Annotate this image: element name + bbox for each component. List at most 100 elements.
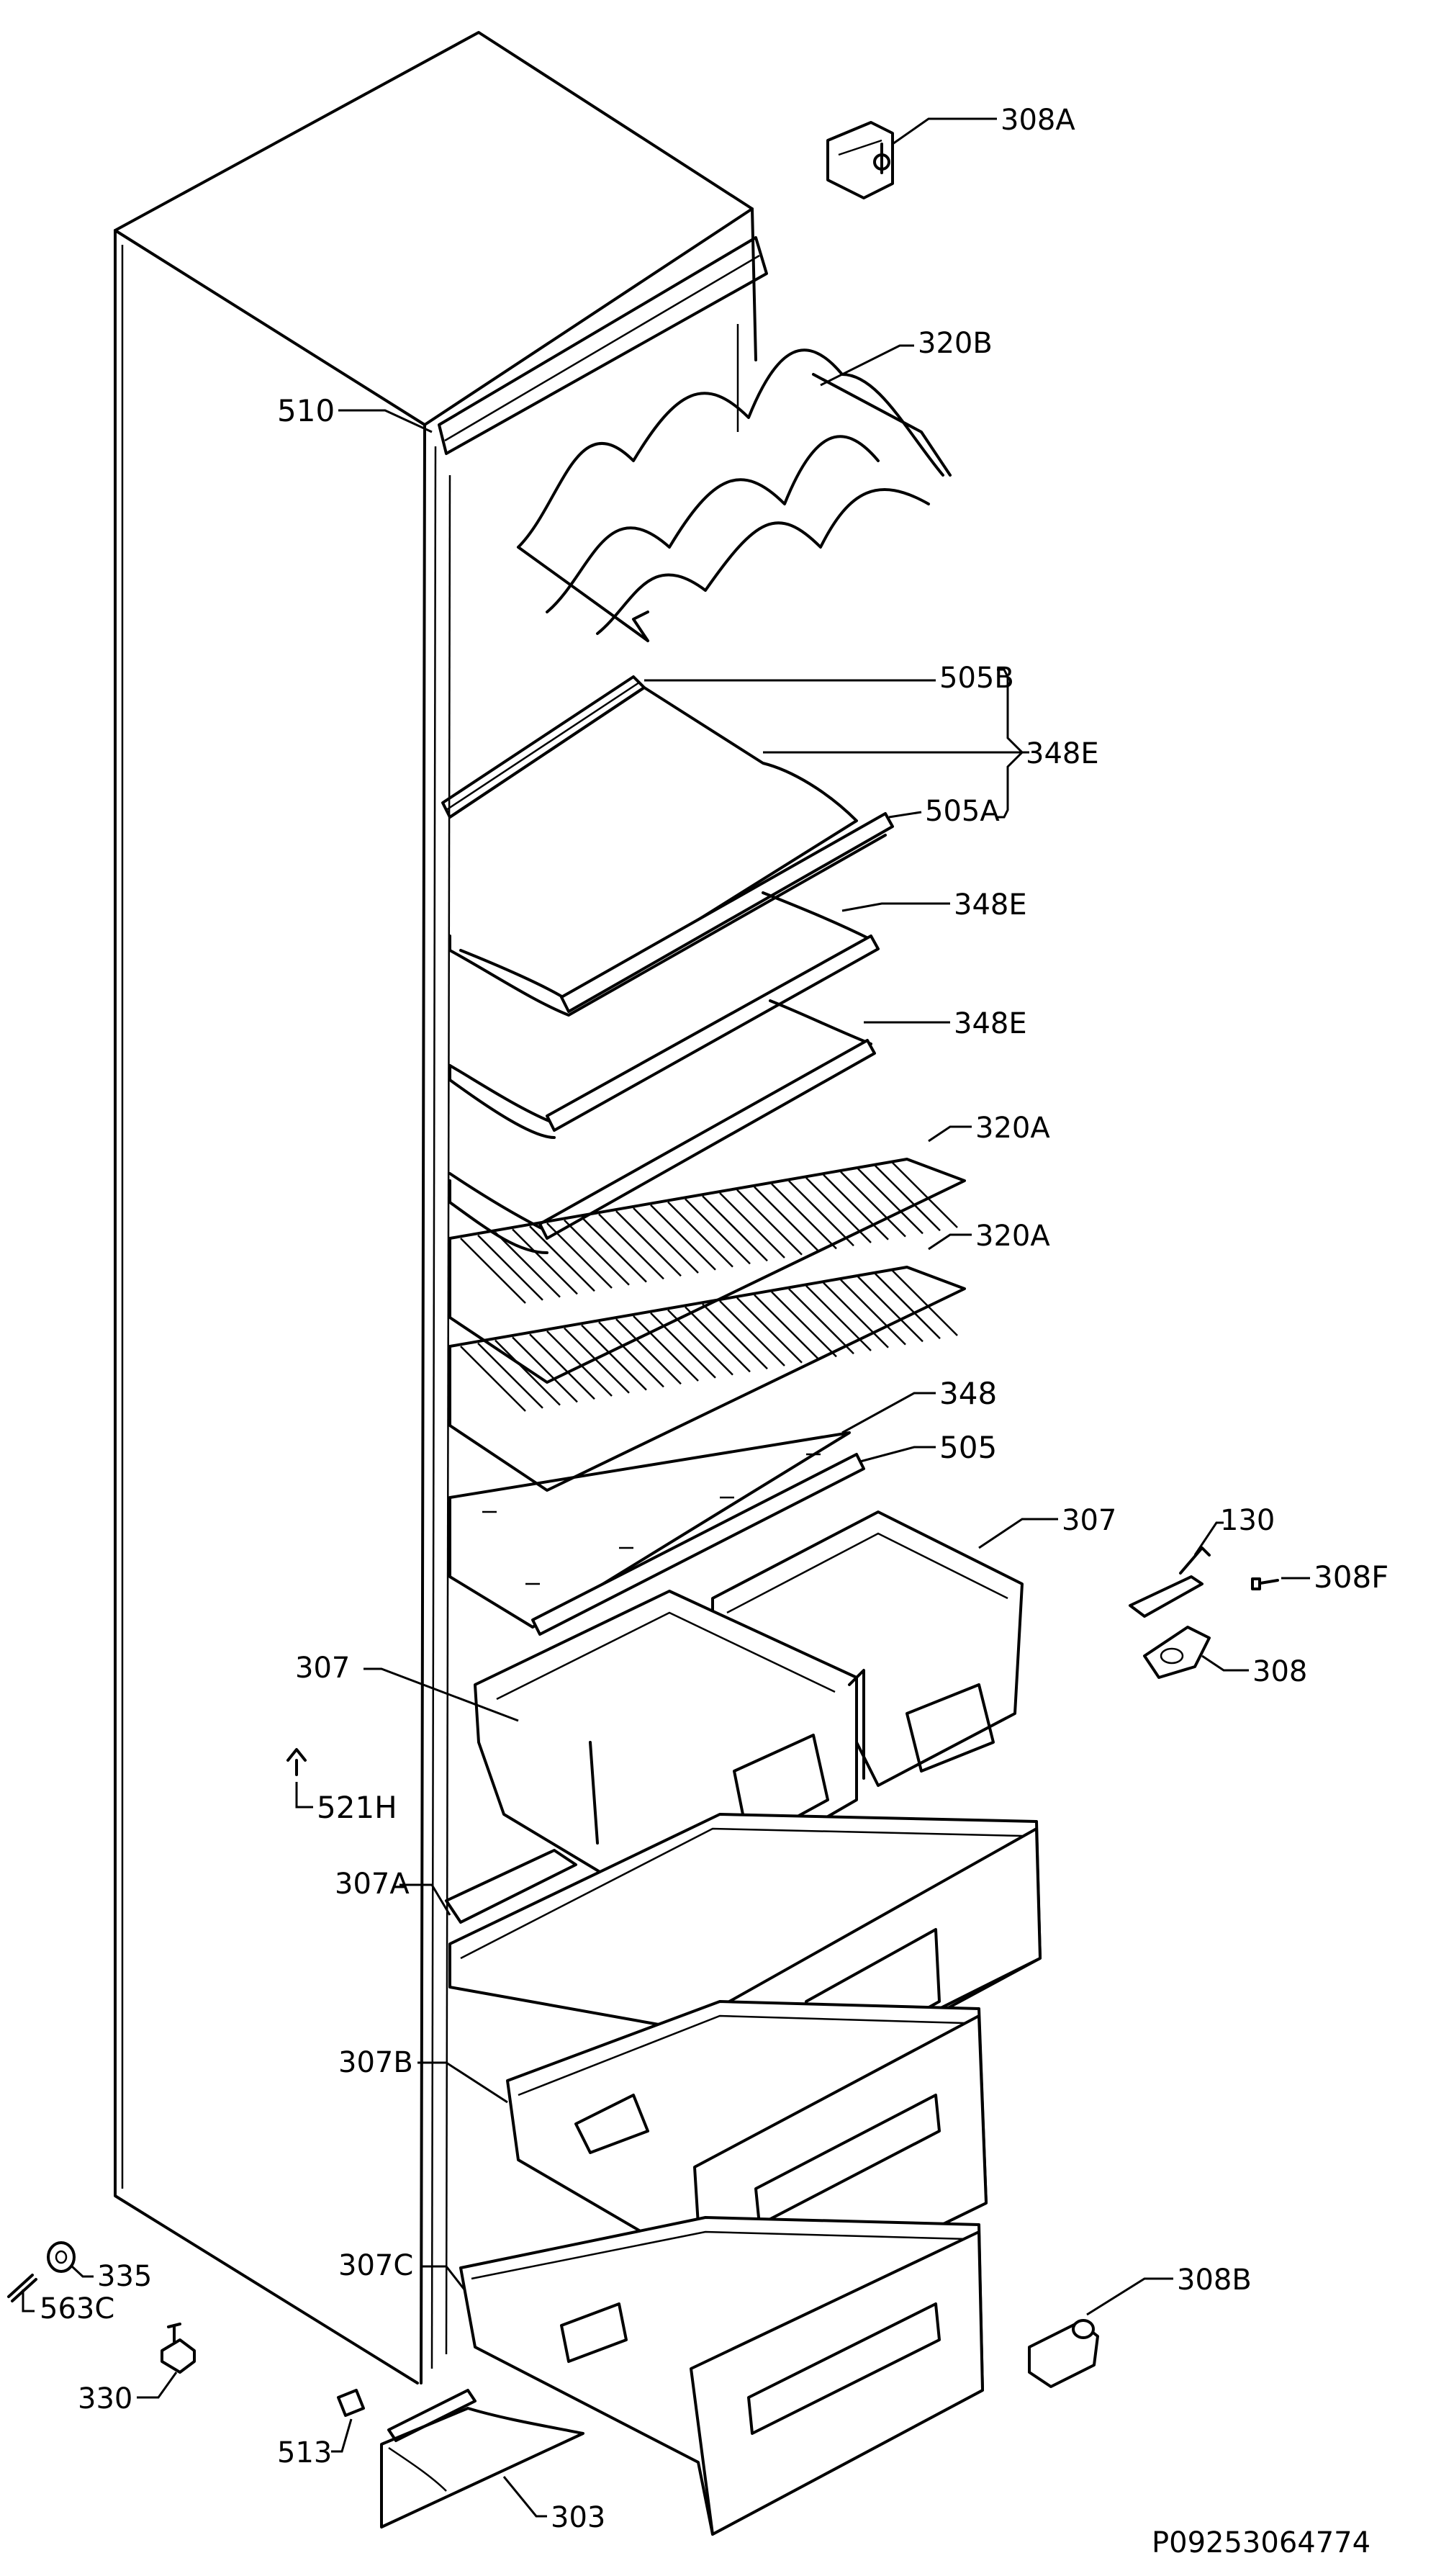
label-320a-1: 320A [975, 1112, 1050, 1145]
wire-bar [598, 1213, 664, 1280]
plinth-303 [380, 2389, 584, 2528]
label-130: 130 [1220, 1504, 1275, 1537]
wire-bar [667, 1201, 733, 1268]
wire-bar [495, 1339, 561, 1406]
label-307-left: 307 [295, 1652, 350, 1685]
spacer-335 [47, 2241, 94, 2278]
wine-rack-320b [517, 344, 952, 642]
wire-bar [805, 1285, 872, 1351]
wire-bar [564, 1219, 630, 1286]
wire-bar [754, 1186, 820, 1253]
label-513: 513 [277, 2436, 332, 2469]
label-307a: 307A [335, 1868, 410, 1901]
label-563c: 563C [40, 2292, 114, 2325]
wire-bar [892, 1162, 958, 1228]
group-bracket-348e [997, 668, 1024, 819]
wire-bar [564, 1327, 630, 1394]
wire-bar [546, 1222, 613, 1289]
leader-510 [338, 409, 433, 433]
wire-bar [875, 1273, 941, 1340]
wire-shelf-bars-1 [460, 1162, 958, 1304]
wire-shelf-320a-2 [448, 1233, 972, 1492]
wire-bar [529, 1225, 595, 1292]
label-335: 335 [97, 2260, 152, 2293]
wire-bar [857, 1276, 924, 1343]
label-307b: 307B [338, 2046, 413, 2079]
wire-bar [805, 1177, 872, 1243]
wire-bar [719, 1192, 785, 1258]
glass-shelf-assembly-348e [441, 675, 1029, 1013]
glass-shelf-348 [448, 1392, 936, 1636]
wire-bar [615, 1318, 682, 1385]
drawing-code: P09253064774 [1152, 2526, 1370, 2559]
wire-bar [875, 1165, 941, 1232]
wire-bar [892, 1270, 958, 1336]
wire-bar [633, 1207, 699, 1274]
top-hinge-308a [826, 117, 997, 199]
wire-bar [460, 1346, 526, 1412]
wire-bar [460, 1238, 526, 1304]
wire-shelf-bars-2 [460, 1270, 958, 1412]
label-330: 330 [78, 2382, 132, 2415]
clip-513 [331, 2389, 365, 2453]
glass-shelf-348e-3 [448, 999, 950, 1240]
label-320b: 320B [918, 327, 993, 360]
label-505: 505 [939, 1430, 997, 1465]
wire-bar [529, 1333, 595, 1400]
wire-bar [685, 1198, 751, 1265]
label-348e-2: 348E [954, 1007, 1027, 1040]
wire-bar [702, 1195, 768, 1262]
wire-bar [823, 1174, 889, 1240]
wire-bar [771, 1291, 837, 1358]
wire-bar [581, 1216, 647, 1283]
label-320a-2: 320A [975, 1220, 1050, 1253]
wire-bar [633, 1315, 699, 1382]
wire-bar [840, 1279, 906, 1346]
wire-bar [719, 1300, 785, 1366]
label-505a: 505A [925, 795, 1000, 828]
wire-bar [823, 1282, 889, 1348]
label-307c: 307C [338, 2249, 413, 2282]
wire-bar [581, 1324, 647, 1391]
label-510: 510 [277, 393, 335, 428]
wire-bar [685, 1306, 751, 1373]
wire-bar [477, 1342, 543, 1409]
wire-bar [512, 1336, 578, 1403]
label-308b: 308B [1177, 2264, 1252, 2297]
label-308f: 308F [1314, 1559, 1388, 1595]
wire-bar [702, 1303, 768, 1370]
door-stop-130 [1129, 1521, 1224, 1618]
label-308: 308 [1252, 1655, 1307, 1688]
callout-labels: 308A 510 320B 505B 348E 505A 348E 348E 3… [40, 104, 1388, 2559]
wire-bar [495, 1231, 561, 1298]
label-303: 303 [551, 2501, 605, 2534]
wire-bar [546, 1330, 613, 1397]
label-348e-1: 348E [954, 888, 1027, 922]
glass-shelf-348e-2 [448, 834, 950, 1132]
label-348: 348 [939, 1376, 997, 1411]
bottom-hinge-308b [1028, 2277, 1173, 2388]
label-348e-group: 348E [1026, 737, 1099, 770]
wire-bar [736, 1189, 803, 1256]
hinge-308 [1143, 1626, 1249, 1679]
adjustable-foot-330 [137, 2323, 196, 2399]
wire-bar [650, 1204, 716, 1271]
wire-bar [598, 1321, 664, 1388]
wire-bar [754, 1294, 820, 1361]
wire-bar [788, 1180, 854, 1247]
drawer-307c [421, 2216, 984, 2536]
label-307-right: 307 [1062, 1504, 1116, 1537]
screw-521h [286, 1748, 313, 1809]
pin-563c [7, 2274, 37, 2312]
wire-bar [771, 1183, 837, 1250]
wire-bar [650, 1312, 716, 1379]
label-521h: 521H [317, 1790, 397, 1825]
fridge-cabinet [114, 31, 768, 2384]
wire-bar [736, 1297, 803, 1364]
wire-bar [477, 1234, 543, 1301]
wire-bar [512, 1228, 578, 1295]
wire-bar [857, 1168, 924, 1235]
wire-bar [667, 1309, 733, 1376]
label-308a-top: 308A [1001, 104, 1075, 137]
